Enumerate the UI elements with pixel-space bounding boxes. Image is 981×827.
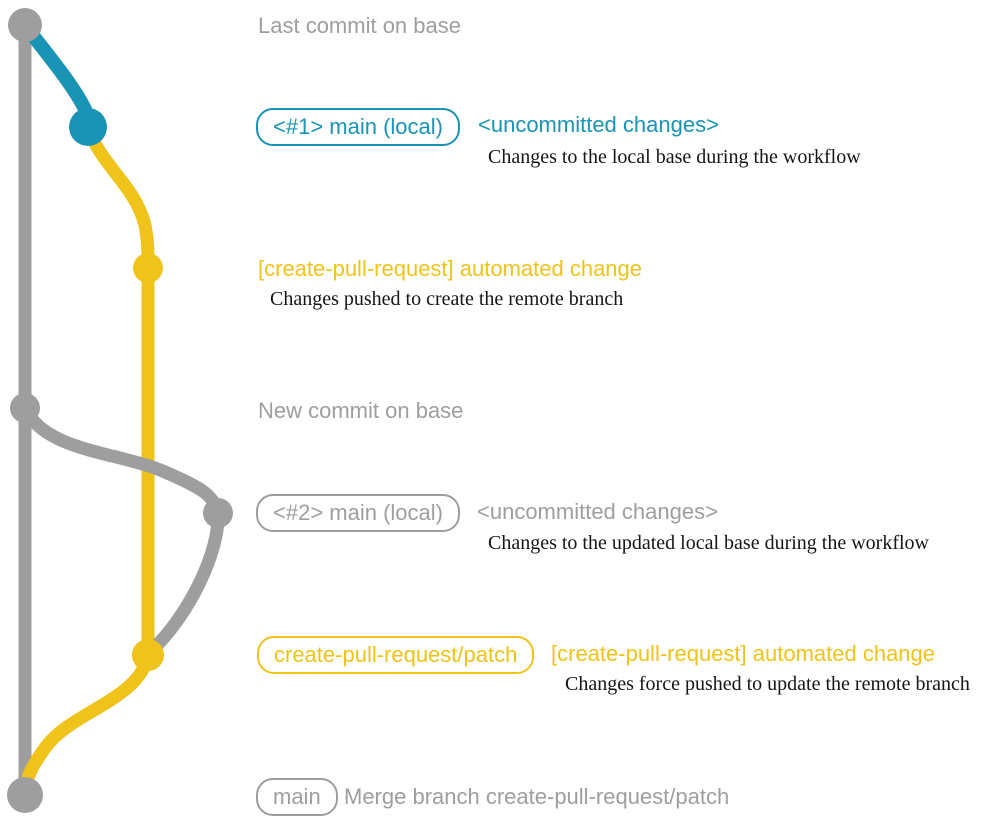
description-automated-change-1: Changes pushed to create the remote bran… (270, 288, 624, 310)
heading-uncommitted-changes-1: <uncommitted changes> (478, 112, 719, 137)
branch-badge-create-pull-request-patch: create-pull-request/patch (257, 636, 535, 675)
branch-badge-main-local-1: <#1> main (local) (256, 108, 460, 147)
commit-dot-last-base (8, 8, 42, 42)
commit-dot-main-local-1 (69, 108, 107, 146)
heading-automated-change-1: [create-pull-request] automated change (258, 256, 643, 281)
heading-uncommitted-changes-2: <uncommitted changes> (477, 499, 718, 524)
branch-line-main-local-2-out (18, 401, 225, 520)
label-new-commit: New commit on base (258, 398, 464, 423)
branch-line-merge (18, 648, 155, 800)
branch-line-create-pull-request (81, 120, 155, 662)
description-uncommitted-changes-2: Changes to the updated local base during… (488, 532, 929, 554)
description-uncommitted-changes-1: Changes to the local base during the wor… (488, 146, 861, 168)
description-automated-change-2: Changes force pushed to update the remot… (565, 673, 970, 695)
commit-dot-merge (7, 777, 43, 813)
heading-automated-change-2: [create-pull-request] automated change (551, 641, 936, 666)
commit-dot-automated-2 (132, 639, 164, 671)
branch-badge-main-local-2: <#2> main (local) (256, 494, 460, 533)
label-last-commit: Last commit on base (258, 13, 461, 38)
commit-dot-main-local-2 (203, 498, 233, 528)
branch-line-main-local-2-in (143, 506, 225, 659)
branch-badge-main: main (256, 778, 338, 817)
commit-dot-new-base (10, 393, 40, 423)
message-merge-branch: Merge branch create-pull-request/patch (344, 784, 730, 809)
commit-dot-automated-1 (133, 253, 163, 283)
